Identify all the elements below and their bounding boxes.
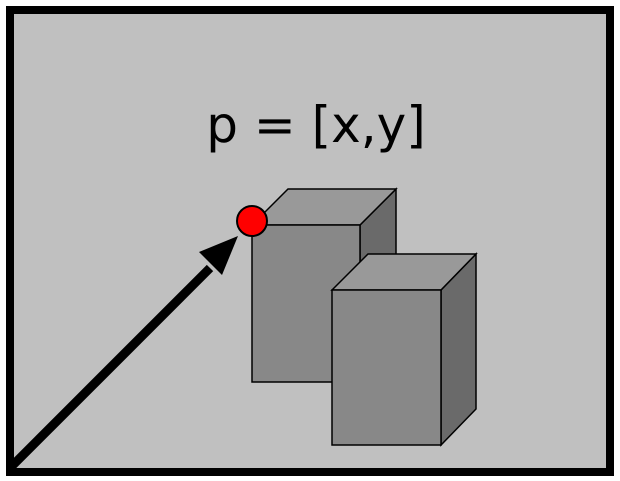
point-label: p = [x,y] — [206, 96, 426, 154]
point-marker-icon — [236, 205, 268, 237]
position-vector-arrow-icon — [8, 236, 238, 470]
front-box-front — [331, 289, 442, 446]
front-box — [330, 252, 478, 447]
arrow-head — [199, 236, 238, 275]
arrow-shaft — [8, 264, 214, 470]
